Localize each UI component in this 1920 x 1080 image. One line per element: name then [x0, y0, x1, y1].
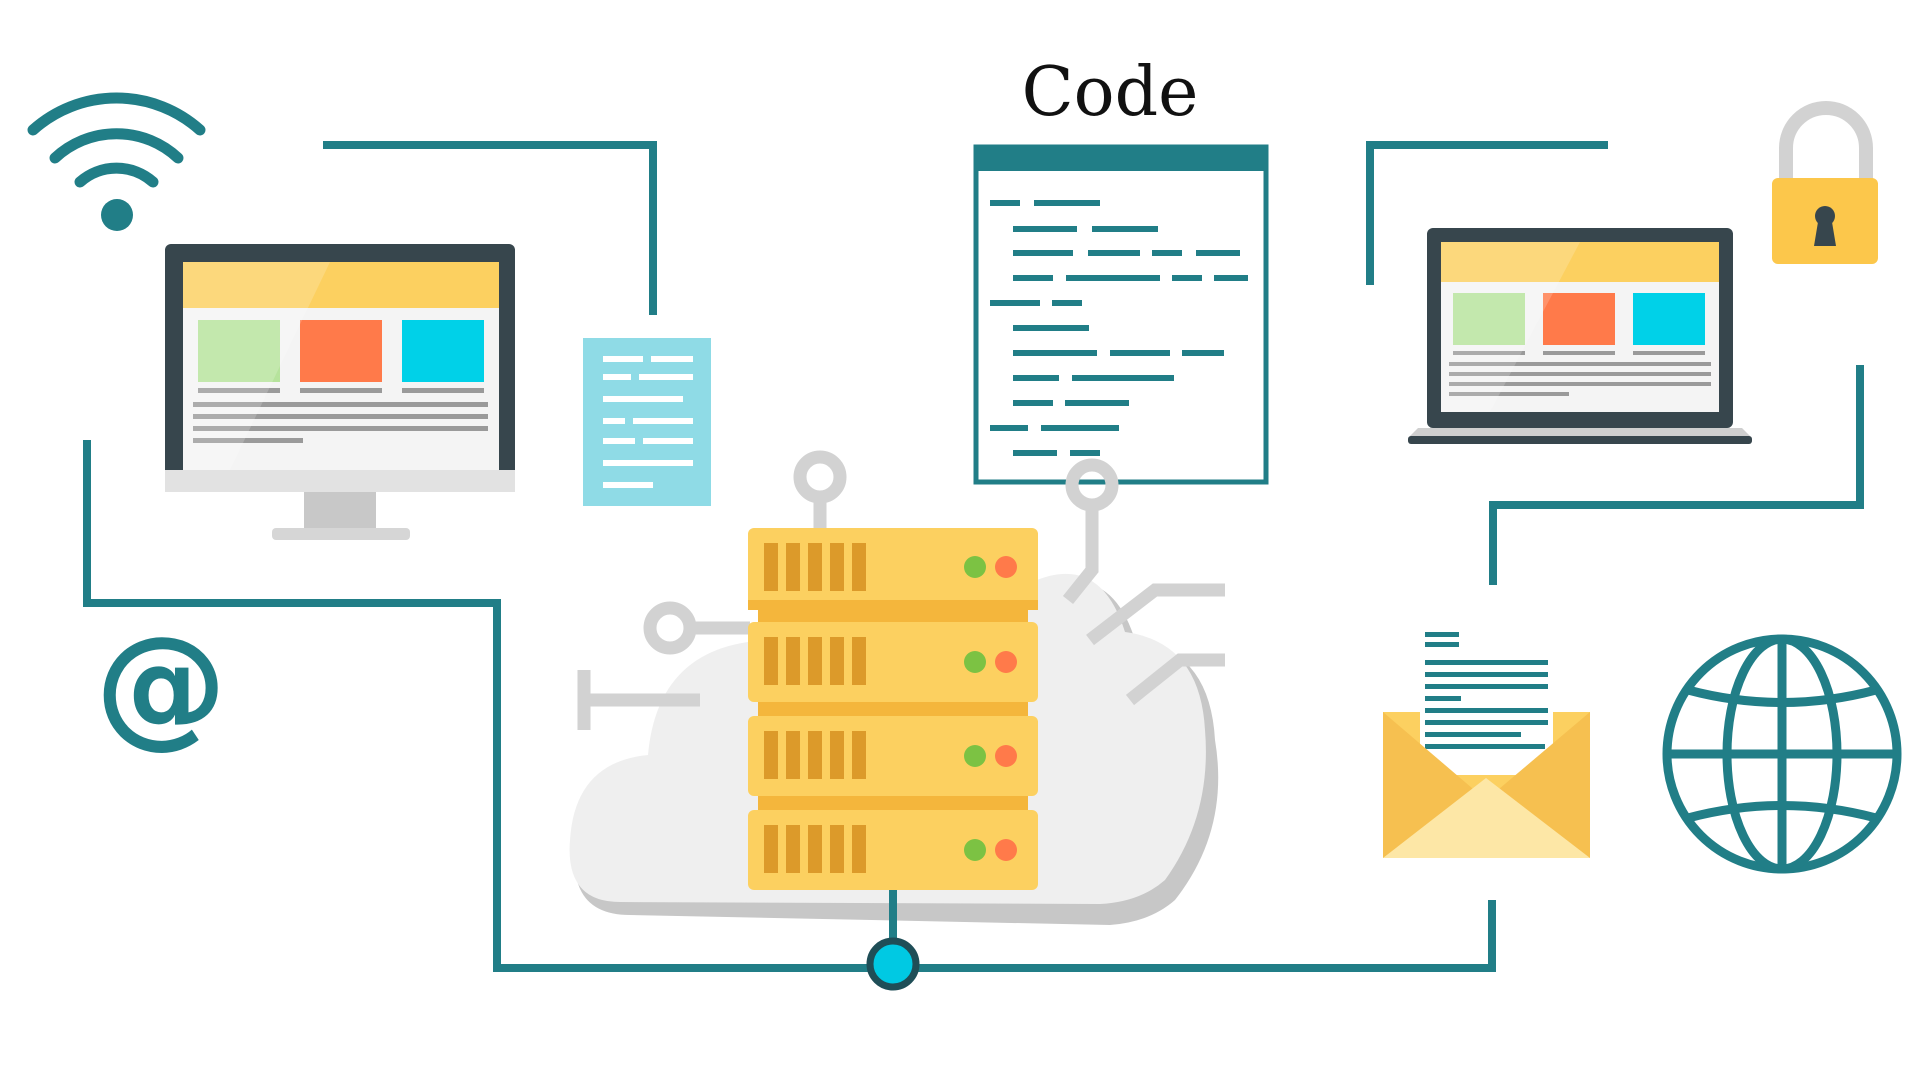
padlock-icon	[1772, 108, 1878, 264]
wifi-icon	[33, 98, 200, 231]
server-unit	[748, 810, 1038, 890]
envelope-icon	[1383, 625, 1590, 858]
document-icon	[583, 338, 711, 506]
server-unit	[748, 622, 1038, 702]
at-sign-icon: @	[86, 610, 236, 760]
code-label: Code	[960, 48, 1260, 138]
globe-icon	[1667, 639, 1897, 869]
server-unit	[748, 528, 1038, 610]
server-rack-icon	[748, 528, 1038, 890]
server-unit	[748, 716, 1038, 796]
desktop-monitor-icon	[165, 244, 515, 540]
code-window-icon	[974, 145, 1268, 482]
laptop-icon	[1408, 228, 1752, 444]
